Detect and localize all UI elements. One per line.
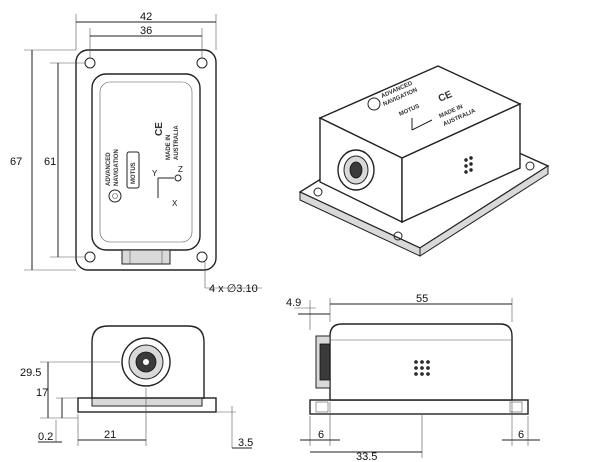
made-in-line1-text: MADE IN <box>166 135 172 160</box>
axis-y-label: Y <box>152 169 158 178</box>
iso-ce-mark: CE <box>437 89 454 105</box>
dim-left-margin: 6 <box>318 429 324 441</box>
iso-axis-arrow <box>411 119 433 131</box>
dim-hole-spacing: 36 <box>140 25 152 37</box>
top-view: ADVANCED NAVIGATION MOTUS CE MADE IN AUS… <box>10 11 262 295</box>
side-flange <box>309 399 529 415</box>
dim-connector-height: 29.5 <box>20 367 41 379</box>
axis-x-label: X <box>172 199 178 208</box>
front-view: 29.5 17 0.2 21 3.5 <box>20 325 253 449</box>
axis-z-label: Z <box>178 165 183 174</box>
dim-hole-height: 61 <box>44 156 56 168</box>
dim-body-length: 55 <box>416 293 428 305</box>
isometric-view: ADVANCED NAVIGATION MOTUS CE MADE IN AUS… <box>298 65 550 257</box>
brand-line2-text: NAVIGATION <box>114 149 120 186</box>
ce-mark-text: CE <box>154 122 165 136</box>
top-view-housing-inner <box>99 81 193 243</box>
dim-right-margin: 6 <box>518 429 524 441</box>
dim-overall-width: 42 <box>140 11 152 23</box>
axis-z-icon <box>174 174 182 182</box>
iso-vent-dots <box>464 156 473 174</box>
dim-center-offset: 33.5 <box>356 451 377 462</box>
dim-connector-offset: 21 <box>104 429 116 441</box>
side-vent-dots <box>414 360 430 376</box>
hole-callout-text: 4 x ∅3.10 <box>209 283 258 295</box>
brand-line1-text: ADVANCED <box>106 152 112 186</box>
dim-flange-thickness: 0.2 <box>38 431 53 443</box>
dim-base-gap: 3.5 <box>238 437 253 449</box>
model-text: MOTUS <box>131 162 137 184</box>
mounting-hole-bottom-right <box>196 251 208 263</box>
iso-flange-side <box>419 165 549 257</box>
iso-housing-side <box>401 102 521 224</box>
side-view: 4.9 55 6 33.5 6 <box>286 293 540 462</box>
dim-overall-height: 67 <box>10 156 22 168</box>
model-badge <box>126 151 140 189</box>
brand-logo-icon <box>108 189 122 203</box>
front-flange-inner <box>91 397 203 407</box>
dim-base-height: 17 <box>36 387 48 399</box>
top-view-connector <box>121 249 171 265</box>
made-in-line2-text: AUSTRALIA <box>174 125 180 160</box>
dim-top-offset: 4.9 <box>286 297 301 309</box>
iso-brand-logo-icon <box>367 97 381 111</box>
